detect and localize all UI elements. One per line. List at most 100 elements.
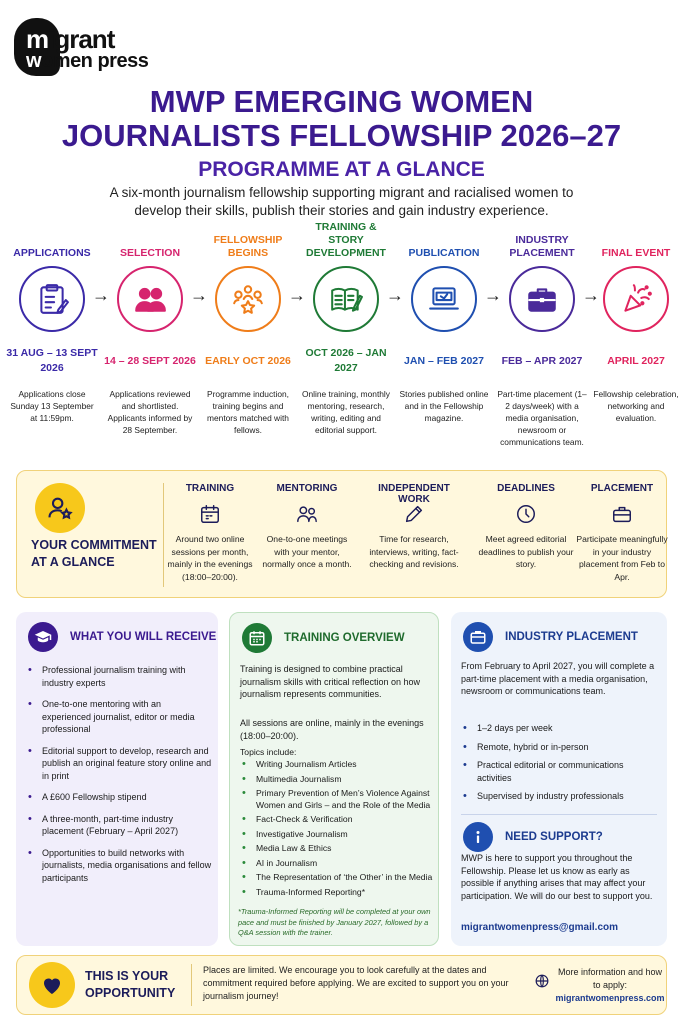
calendar-icon — [161, 501, 259, 527]
receive-list-item: Opportunities to build networks with jou… — [26, 847, 212, 885]
calendar-grid-icon — [242, 623, 272, 653]
commitment-item-heading: INDEPENDENT WORK — [378, 483, 450, 505]
info-icon — [463, 822, 493, 852]
receive-list: Professional journalism training with in… — [26, 664, 212, 893]
timeline-step-description: Programme induction, training begins and… — [207, 389, 289, 435]
clipboard-icon — [19, 266, 85, 332]
brand-logo: migrant women press — [14, 12, 184, 80]
timeline-step-date: FEB – APR 2027 — [501, 354, 583, 367]
graduation-cap-icon — [28, 622, 58, 652]
commitment-item-heading: TRAINING — [185, 483, 235, 494]
receive-title: WHAT YOU WILL RECEIVE — [70, 631, 217, 643]
timeline-step-label: TRAINING & STORY DEVELOPMENT — [306, 221, 386, 259]
topic-list-item: Fact-Check & Verification — [240, 814, 434, 826]
topic-list-item: Investigative Journalism — [240, 829, 434, 841]
topic-list-item: Trauma-Informed Reporting* — [240, 887, 434, 899]
receive-list-item: One-to-one mentoring with an experienced… — [26, 698, 212, 736]
page-title-line-1: MWP EMERGING WOMEN — [149, 84, 534, 119]
mentor-icon — [258, 501, 356, 527]
timeline-step-description: Part-time placement (1–2 days/week) with… — [497, 389, 587, 447]
intro-text: A six-month journalism fellowship suppor… — [109, 185, 574, 218]
topic-list-item: The Representation of ‘the Other’ in the… — [240, 872, 434, 884]
footer-divider — [191, 964, 192, 1006]
footer-title: THIS IS YOUR OPPORTUNITY — [85, 969, 176, 1000]
commitment-item-text: Meet agreed editorial deadlines to publi… — [478, 534, 574, 569]
timeline-step-date: 14 – 28 SEPT 2026 — [104, 354, 196, 367]
topics-label: Topics include: — [240, 747, 297, 757]
commitment-item: INDEPENDENT WORK Time for research, inter… — [365, 483, 463, 571]
arrow-right-icon: → — [190, 285, 208, 305]
book-pen-icon — [313, 266, 379, 332]
placement-list: 1–2 days per weekRemote, hybrid or in-pe… — [461, 722, 659, 809]
receive-list-item: Editorial support to develop, research a… — [26, 745, 212, 783]
placement-panel: INDUSTRY PLACEMENT From February to Apri… — [451, 612, 667, 946]
placement-list-item: 1–2 days per week — [461, 722, 659, 735]
more-info: More information and how to apply: migra… — [555, 966, 665, 1005]
commitment-item-heading: MENTORING — [276, 483, 338, 494]
opportunity-footer: THIS IS YOUR OPPORTUNITY Places are limi… — [16, 955, 667, 1015]
placement-list-item: Remote, hybrid or in-person — [461, 741, 659, 754]
training-panel: TRAINING OVERVIEW Training is designed t… — [229, 612, 439, 946]
receive-list-item: Professional journalism training with in… — [26, 664, 212, 689]
topic-list-item: Primary Prevention of Men’s Violence Aga… — [240, 788, 434, 811]
support-email-link[interactable]: migrantwomenpress@gmail.com — [461, 922, 619, 933]
arrow-right-icon: → — [288, 285, 306, 305]
training-description: Training is designed to combine practica… — [240, 664, 421, 699]
globe-icon — [535, 974, 549, 988]
topic-list-item: AI in Journalism — [240, 858, 434, 870]
timeline-step-label: PUBLICATION — [408, 247, 480, 259]
user-star-icon — [35, 483, 85, 533]
training-title: TRAINING OVERVIEW — [284, 632, 405, 644]
training-sessions: All sessions are online, mainly in the e… — [240, 718, 424, 741]
commitment-item-text: Participate meaningfully in your industr… — [576, 534, 668, 582]
placement-list-item: Supervised by industry professionals — [461, 790, 659, 803]
timeline-step-date: OCT 2026 – JAN 2027 — [305, 347, 387, 374]
receive-panel: WHAT YOU WILL RECEIVE Professional journ… — [16, 612, 218, 946]
topics-list: Writing Journalism ArticlesMultimedia Jo… — [240, 759, 434, 901]
support-title: NEED SUPPORT? — [505, 831, 603, 843]
arrow-right-icon: → — [484, 285, 502, 305]
timeline-step-date: APRIL 2027 — [607, 354, 665, 367]
timeline-step-description: Online training, monthly mentoring, rese… — [302, 389, 390, 435]
commitment-item: DEADLINES Meet agreed editorial deadlines… — [477, 483, 575, 571]
timeline-step-description: Stories published online and in the Fell… — [399, 389, 489, 423]
topic-list-item: Media Law & Ethics — [240, 843, 434, 855]
commitment-item: MENTORING One-to-one meetings with your m… — [258, 483, 356, 571]
timeline-step-date: EARLY OCT 2026 — [205, 354, 291, 367]
website-link[interactable]: migrantwomenpress.com — [555, 993, 665, 1003]
clock-icon — [477, 501, 575, 527]
laptop-icon — [411, 266, 477, 332]
arrow-right-icon: → — [92, 285, 110, 305]
group-star-icon — [215, 266, 281, 332]
timeline-step-label: SELECTION — [119, 247, 181, 259]
commitment-item-text: One-to-one meetings with your mentor, no… — [262, 534, 352, 569]
support-text: MWP is here to support you throughout th… — [461, 853, 653, 901]
arrow-right-icon: → — [386, 285, 404, 305]
party-popper-icon — [603, 266, 669, 332]
heart-icon — [29, 962, 75, 1008]
briefcase-icon — [509, 266, 575, 332]
page-title-line-2: JOURNALISTS FELLOWSHIP 2026–27 — [61, 118, 622, 153]
commitment-item-text: Time for research, interviews, writing, … — [369, 534, 459, 569]
topic-list-item: Writing Journalism Articles — [240, 759, 434, 771]
placement-title: INDUSTRY PLACEMENT — [505, 631, 638, 643]
logo-line-1: migrant — [26, 24, 115, 54]
arrow-right-icon: → — [582, 285, 600, 305]
logo-line-2: women press — [26, 50, 149, 72]
timeline-step-description: Applications reviewed and shortlisted. A… — [107, 389, 193, 435]
commitment-title: YOUR COMMITMENT AT A GLANCE — [31, 538, 157, 569]
people-icon — [117, 266, 183, 332]
timeline-step-label: FINAL EVENT — [601, 247, 671, 259]
commitment-item-heading: DEADLINES — [497, 483, 555, 494]
receive-list-item: A three-month, part-time industry placem… — [26, 813, 212, 838]
placement-list-item: Practical editorial or communications ac… — [461, 759, 659, 784]
